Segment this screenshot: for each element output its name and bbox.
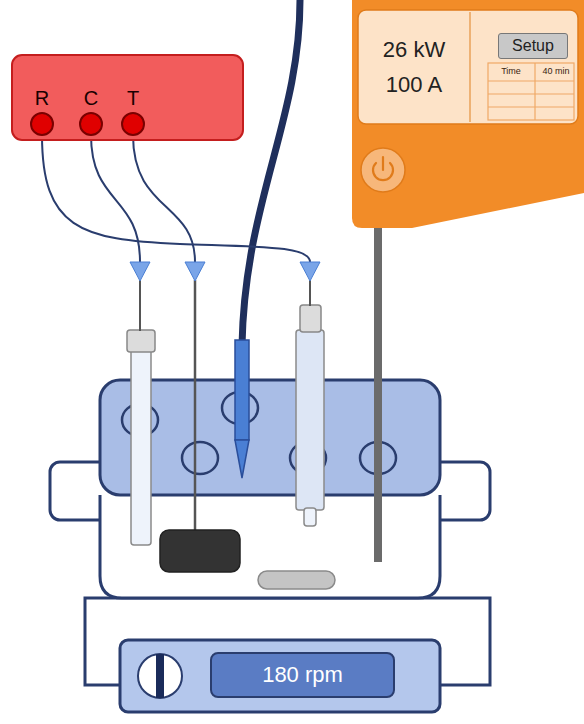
electrode-tip (304, 508, 316, 526)
stir-bar (258, 571, 335, 589)
counter-electrode-plate (160, 530, 240, 572)
generator-display (358, 10, 578, 124)
table-rule (488, 80, 574, 81)
terminal (31, 113, 53, 135)
potentiostat-box (12, 55, 243, 140)
probe-body (235, 340, 249, 440)
display-divider (469, 12, 471, 122)
table-rule (534, 63, 535, 120)
table-cell: Time (501, 67, 521, 77)
connector-clip (300, 262, 320, 281)
display-text: Setup (512, 37, 554, 55)
electrode-cap (300, 305, 321, 332)
terminal (122, 113, 144, 135)
terminal-label: T (127, 87, 139, 110)
stirrer-base (120, 640, 440, 712)
probe-tip (235, 440, 249, 478)
sonotrode-rod (374, 226, 382, 562)
settings-table (488, 63, 574, 120)
knob-marker (156, 654, 164, 698)
electrode-lead (309, 280, 311, 306)
reference-electrode (131, 345, 151, 545)
display-text: 180 rpm (262, 662, 343, 687)
wire (133, 135, 195, 262)
connector-clip (130, 262, 150, 281)
terminal (80, 113, 102, 135)
terminal-label: C (84, 87, 98, 110)
table-rule (488, 93, 574, 94)
table-rule (488, 106, 574, 107)
wire (91, 135, 140, 262)
wire (42, 135, 310, 262)
power-button (361, 148, 405, 192)
display-text: 100 A (386, 72, 442, 97)
counter-electrode-rod (194, 280, 197, 532)
setup-button: Setup (498, 33, 568, 59)
electrode-lead (139, 280, 141, 331)
potentiostat: RCT (12, 55, 243, 140)
power-icon (382, 157, 384, 170)
table-cell: 40 min (542, 67, 569, 77)
generator-readout: 26 kW 100 A (360, 14, 468, 120)
working-electrode (296, 330, 324, 510)
probe-cable (242, 0, 300, 345)
terminal-label: R (35, 87, 49, 110)
stirrer-knob (138, 654, 182, 698)
speed-display: 180 rpm (210, 652, 395, 698)
display-text: 26 kW (383, 37, 445, 62)
generator-panel (352, 0, 584, 228)
lid-port (182, 442, 218, 474)
connector-clip (185, 262, 205, 281)
electrode-cap (127, 330, 155, 352)
